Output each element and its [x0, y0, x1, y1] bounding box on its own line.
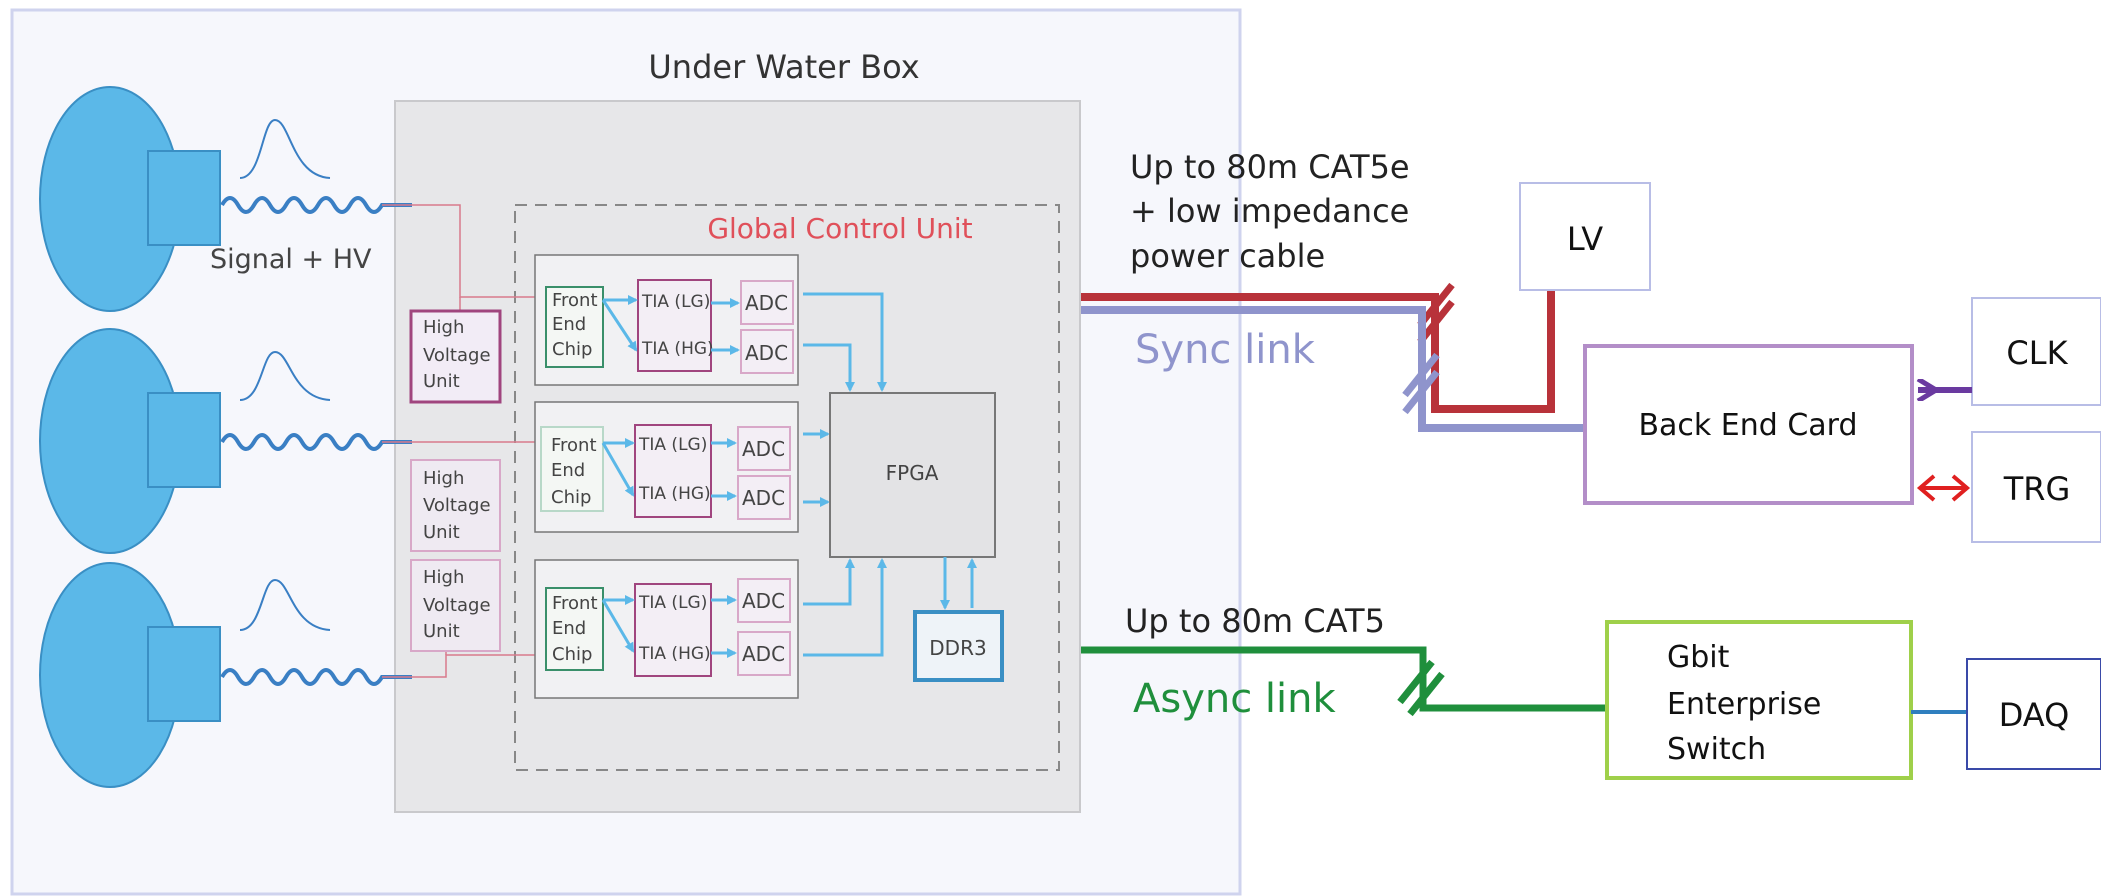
channel-arrows	[601, 295, 740, 658]
adc-hg	[737, 475, 791, 520]
sync-link-line	[1081, 306, 1585, 432]
svg-text:ADC: ADC	[742, 642, 785, 666]
ddr3-label: DDR3	[929, 636, 986, 660]
gbit-switch	[1605, 620, 1913, 780]
lv-box	[1519, 182, 1651, 291]
clk-box	[1971, 297, 2101, 406]
async-link-line	[1081, 646, 1607, 717]
pmt-1	[39, 86, 221, 312]
svg-text:TIA (HG): TIA (HG)	[641, 339, 714, 359]
front-end-chip	[545, 587, 604, 671]
trg-double-arrow	[1916, 474, 1971, 502]
pmt-2	[39, 328, 221, 554]
daq-box	[1966, 658, 2101, 770]
fpga-block	[829, 392, 996, 558]
front-end-chip	[545, 286, 604, 368]
trg-label: TRG	[2003, 470, 2071, 508]
fpga-label: FPGA	[886, 461, 939, 485]
tia-block	[637, 279, 712, 372]
gbit-switch-label: Gbit Enterprise Switch	[1667, 640, 1831, 767]
cable-bottom-label: Up to 80m CAT5	[1125, 602, 1385, 640]
cable-top-label: Up to 80m CAT5e + low impedance power ca…	[1130, 148, 1420, 275]
adc-lg	[737, 578, 791, 623]
svg-text:TIA (HG): TIA (HG)	[638, 644, 711, 664]
front-end-chip	[540, 426, 604, 512]
adc-lg	[740, 280, 794, 325]
ddr3-block	[913, 610, 1004, 682]
signal-waveforms	[220, 118, 412, 686]
back-end-card	[1583, 344, 1914, 505]
signal-wires	[382, 204, 546, 678]
svg-text:TIA (LG): TIA (LG)	[641, 292, 710, 312]
svg-text:ADC: ADC	[745, 291, 788, 315]
sync-link-label: Sync link	[1135, 327, 1316, 373]
svg-text:TIA (LG): TIA (LG)	[638, 435, 707, 455]
fpga-ddr3-arrows	[940, 557, 977, 610]
svg-text:TIA (HG): TIA (HG)	[638, 484, 711, 504]
adc-lg	[737, 426, 791, 471]
gcu-title: Global Control Unit	[707, 212, 972, 245]
adc-to-fpga-arrows	[803, 292, 887, 657]
async-link-label: Async link	[1133, 676, 1337, 722]
trg-box	[1971, 431, 2101, 543]
under-water-box-title: Under Water Box	[648, 48, 919, 86]
pmt-3	[39, 562, 221, 788]
adc-hg	[737, 631, 791, 676]
daq-label: DAQ	[1999, 696, 2070, 734]
svg-text:ADC: ADC	[742, 437, 785, 461]
tia-block	[634, 424, 712, 518]
svg-text:ADC: ADC	[742, 486, 785, 510]
svg-text:ADC: ADC	[745, 341, 788, 365]
adc-hg	[740, 329, 794, 374]
signal-hv-label: Signal + HV	[210, 244, 372, 275]
clk-label: CLK	[2006, 334, 2068, 372]
gcu-dashed-border	[514, 204, 1060, 771]
back-end-card-label: Back End Card	[1638, 408, 1857, 443]
svg-text:ADC: ADC	[742, 589, 785, 613]
svg-text:TIA (LG): TIA (LG)	[638, 593, 707, 613]
tia-block	[634, 583, 712, 677]
lv-label: LV	[1567, 220, 1603, 258]
